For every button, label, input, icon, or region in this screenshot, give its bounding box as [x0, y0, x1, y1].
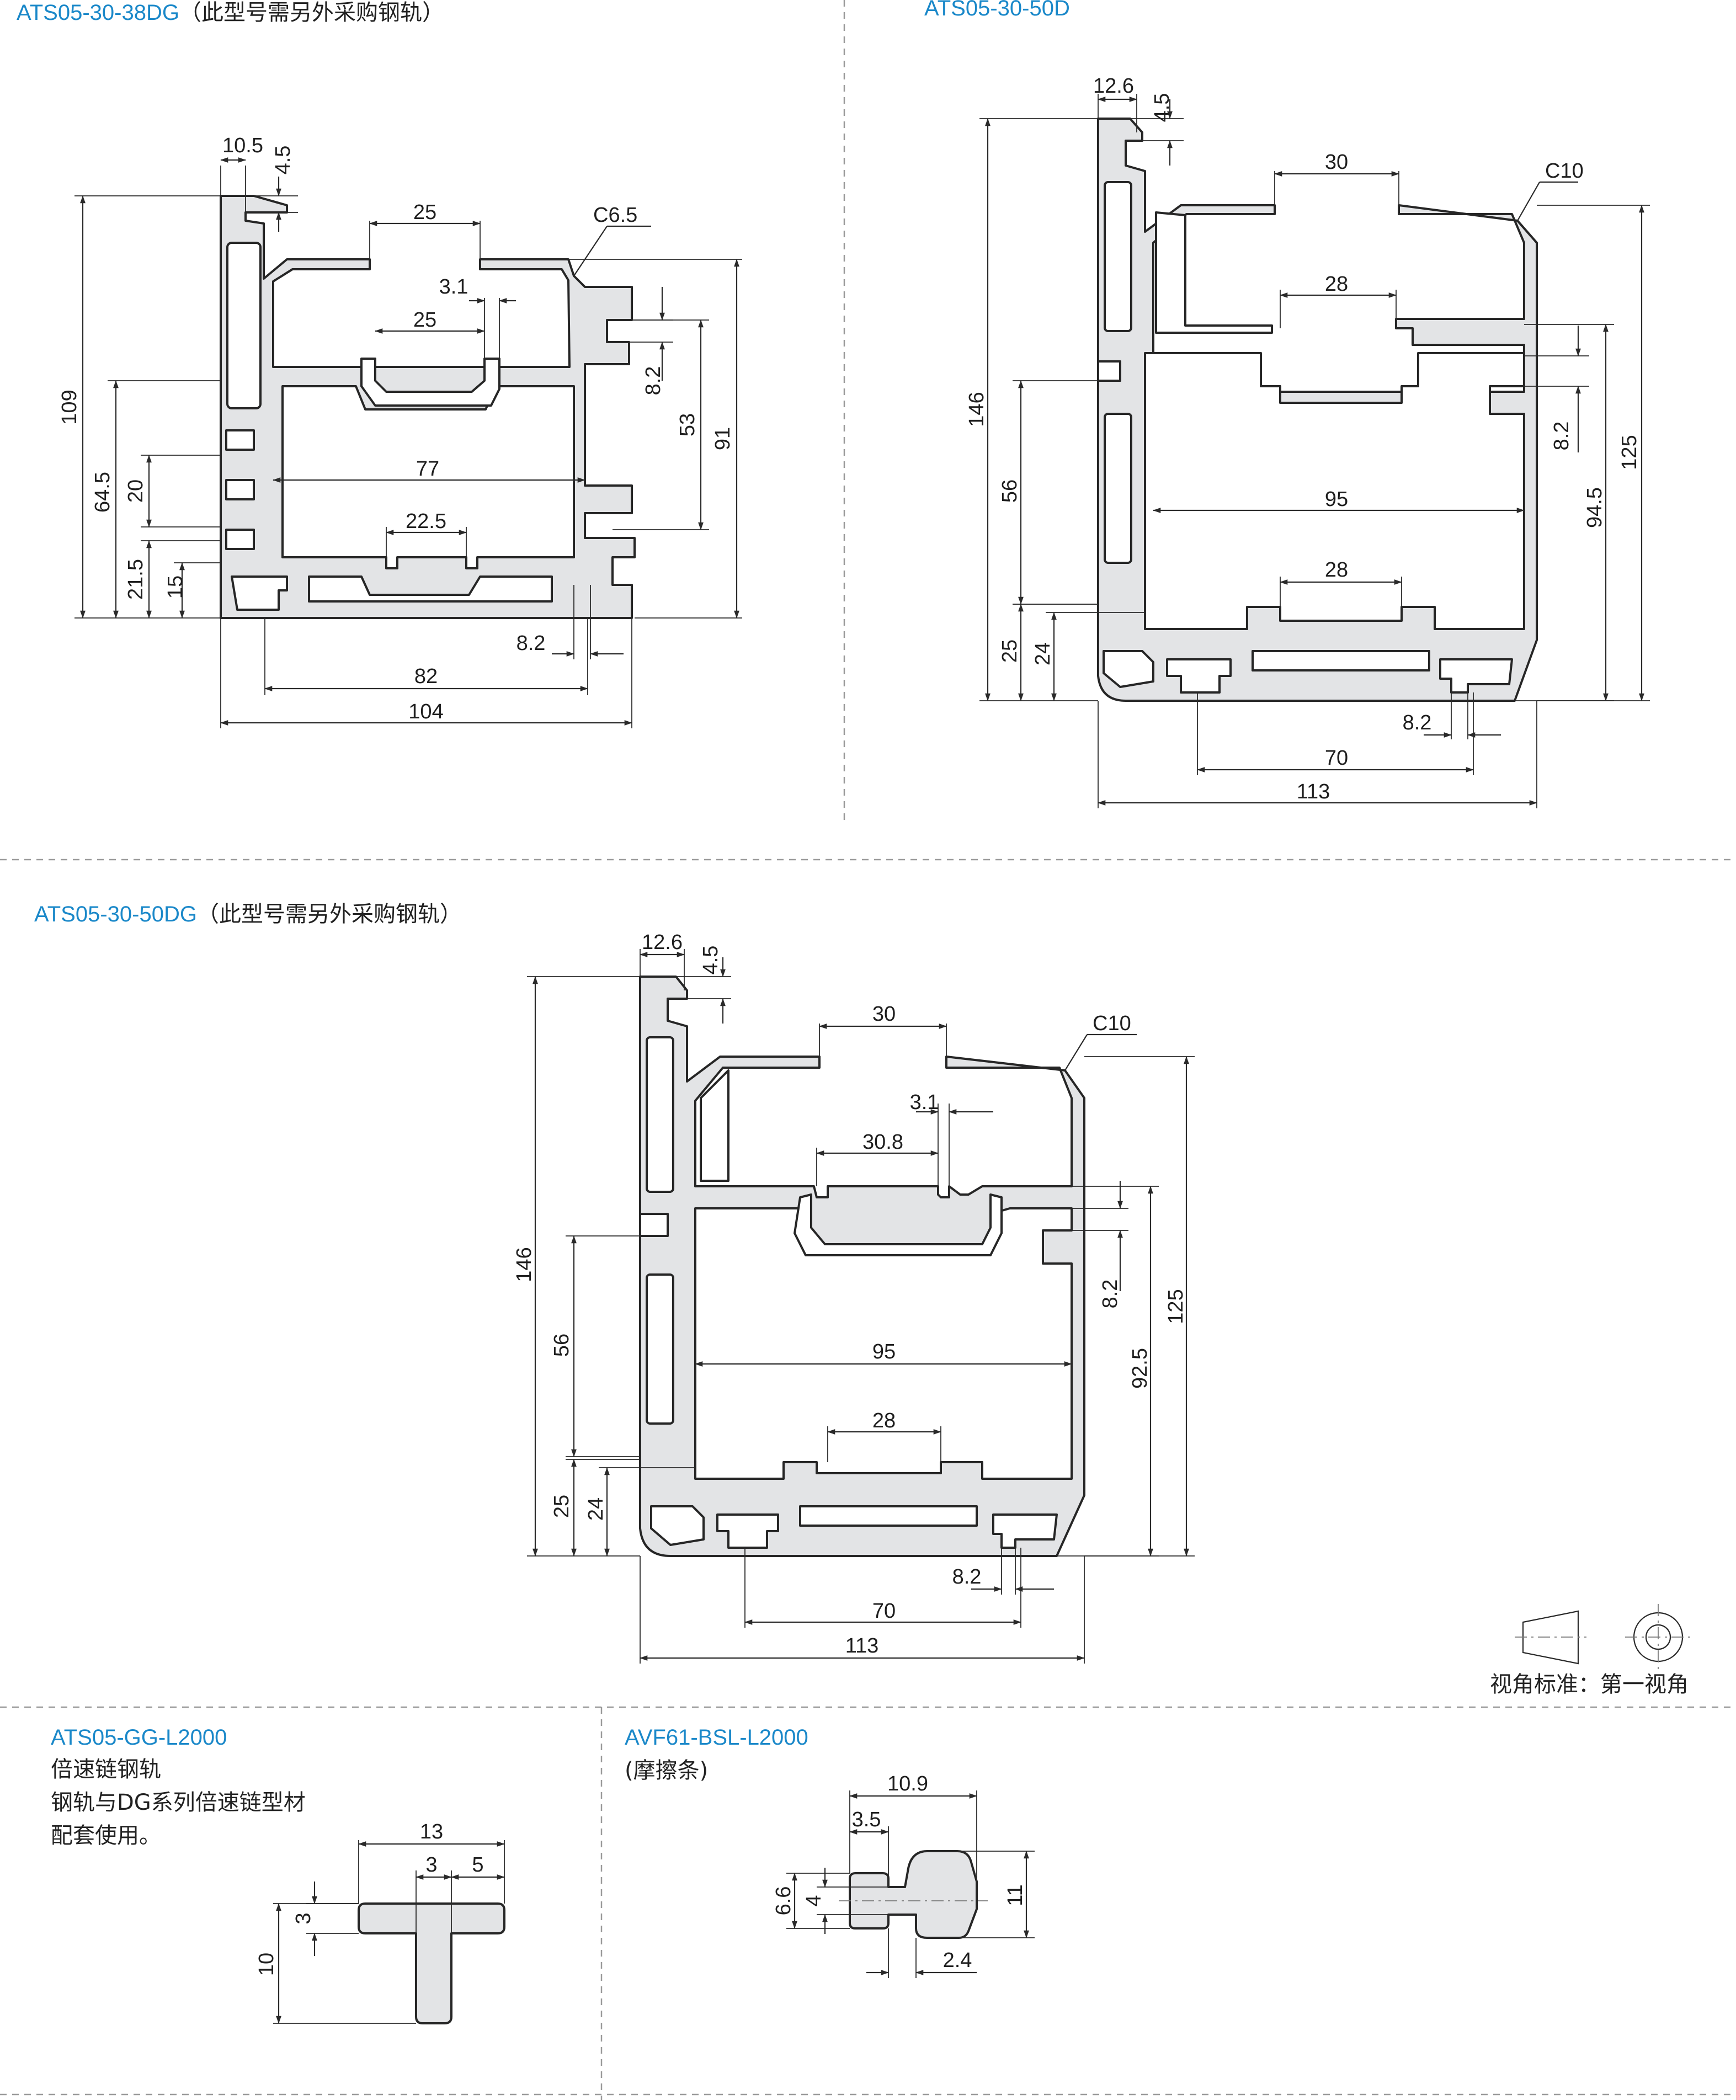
dim-label: 24	[1031, 642, 1055, 665]
dim-label: 8.2	[642, 366, 665, 396]
dim-label: 22.5	[406, 510, 446, 533]
dim-label: 56	[550, 1334, 573, 1357]
dim-label: 4	[802, 1895, 826, 1906]
friction-strip-profile	[849, 1850, 978, 1939]
dim-label: 146	[965, 392, 988, 427]
projection-symbol: 视角标准：第一视角	[1490, 1604, 1691, 1697]
dim-label: 15	[164, 575, 187, 599]
drawing-title-3: ATS05-30-50DG（此型号需另外采购钢轨）	[34, 902, 462, 927]
dim-label: 3	[425, 1853, 437, 1877]
dim-label: 11	[1004, 1884, 1027, 1906]
drawing-ats05-30-50d: ATS05-30-50D 12.6 4.5 30	[924, 0, 1650, 808]
description-line: 配套使用。	[51, 1823, 161, 1848]
dim-label: 70	[872, 1600, 896, 1623]
dim-label: 21.5	[124, 559, 147, 600]
drawing-title-1: ATS05-30-38DG（此型号需另外采购钢轨）	[17, 0, 444, 25]
dim-label: 3.5	[852, 1808, 881, 1831]
dim-label: 94.5	[1583, 487, 1606, 528]
dim-label: 113	[845, 1634, 879, 1657]
dim-label: 104	[408, 700, 443, 723]
dim-label: 13	[420, 1820, 443, 1843]
dim-label: 8.2	[1550, 422, 1573, 451]
dim-label: 4.5	[271, 146, 295, 175]
drawing-avf61-bsl-l2000: AVF61-BSL-L2000 (摩擦条) 10.9 3.5 6.6 4 11	[625, 1725, 1035, 1978]
dim-label: 28	[1325, 558, 1348, 582]
dim-label: 30.8	[862, 1131, 903, 1154]
dim-label: 2.4	[943, 1949, 972, 1972]
projection-label: 视角标准：第一视角	[1490, 1672, 1689, 1697]
drawing-title-5: AVF61-BSL-L2000	[625, 1725, 808, 1750]
drawing-title-4: ATS05-GG-L2000	[51, 1725, 227, 1750]
dim-label: 8.2	[1403, 711, 1432, 734]
dim-label: 25	[413, 201, 436, 224]
steel-rail-profile	[358, 1902, 505, 2024]
dim-label: 125	[1164, 1289, 1187, 1324]
dimensions-ats05-30-38dg: 10.5 4.5 25 C6.5 3.1 25 8.2	[58, 134, 742, 728]
profile-section-ats05-30-50d	[1097, 118, 1538, 702]
dim-label: 25	[998, 639, 1021, 663]
dim-label: 20	[124, 479, 147, 503]
dimensions-ats05-gg-l2000: 13 3 5 3 10	[255, 1820, 505, 2024]
profile-section-ats05-30-50dg	[639, 976, 1085, 1557]
dim-label: 10	[255, 1953, 278, 1976]
dim-label: 8.2	[1099, 1280, 1122, 1309]
dim-label: 12.6	[1093, 74, 1134, 98]
dim-label: 10.5	[222, 134, 263, 157]
dim-label: 8.2	[516, 632, 546, 655]
dim-label: 25	[413, 308, 436, 332]
dim-label: 28	[1325, 273, 1348, 296]
drawing-ats05-gg-l2000: ATS05-GG-L2000 倍速链钢轨 钢轨与DG系列倍速链型材 配套使用。 …	[51, 1725, 505, 2024]
drawing-ats05-30-38dg: ATS05-30-38DG（此型号需另外采购钢轨） 10.5 4.5	[17, 0, 742, 728]
dim-label: 95	[872, 1340, 896, 1363]
dim-label: 3.1	[439, 275, 468, 299]
profile-section-ats05-30-38dg	[220, 195, 636, 619]
dim-label: 24	[584, 1497, 608, 1521]
description-line: (摩擦条)	[625, 1758, 708, 1783]
dim-label: 10.9	[887, 1772, 928, 1795]
drawing-ats05-30-50dg: ATS05-30-50DG（此型号需另外采购钢轨） 12.6 4.5	[34, 902, 1195, 1664]
dim-label: C10	[1545, 159, 1584, 183]
dimensions-ats05-30-50dg: 12.6 4.5 30 C10 3.1 30.8 146	[513, 931, 1195, 1664]
dim-label: 3.1	[910, 1091, 939, 1114]
dim-label: 146	[513, 1247, 536, 1282]
dim-label: 30	[872, 1003, 896, 1026]
dim-label: 3	[292, 1912, 315, 1924]
dim-label: 113	[1297, 780, 1330, 803]
dimensions-avf61-bsl-l2000: 10.9 3.5 6.6 4 11 2.4	[772, 1772, 1035, 1978]
dim-label: 12.6	[642, 931, 683, 954]
dim-label: 82	[414, 665, 438, 688]
dim-label: 64.5	[91, 472, 114, 513]
dim-label: 28	[872, 1409, 896, 1432]
dim-label: C6.5	[593, 204, 637, 227]
dim-label: 77	[416, 457, 439, 481]
dim-label: C10	[1093, 1012, 1131, 1035]
dim-label: 53	[676, 413, 699, 436]
drawing-title-2: ATS05-30-50D	[924, 0, 1070, 20]
projection-frustum-icon	[1522, 1610, 1579, 1665]
dim-label: 91	[711, 427, 734, 450]
dim-label: 92.5	[1128, 1348, 1152, 1389]
description-line: 倍速链钢轨	[51, 1757, 161, 1782]
description-line: 钢轨与DG系列倍速链型材	[51, 1790, 306, 1815]
dim-label: 95	[1325, 488, 1348, 511]
dim-label: 5	[472, 1853, 483, 1877]
dim-label: 4.5	[1151, 93, 1174, 122]
dim-label: 6.6	[772, 1886, 795, 1916]
dim-label: 109	[58, 390, 81, 424]
dim-label: 56	[998, 479, 1021, 503]
dim-label: 30	[1325, 151, 1348, 174]
dimensions-ats05-30-50d: 12.6 4.5 30 C10 28 146 56	[965, 74, 1650, 808]
dim-label: 125	[1618, 435, 1641, 470]
dim-label: 70	[1325, 747, 1348, 770]
dim-label: 4.5	[699, 946, 722, 975]
dim-label: 8.2	[952, 1565, 982, 1589]
dim-label: 25	[550, 1495, 573, 1518]
